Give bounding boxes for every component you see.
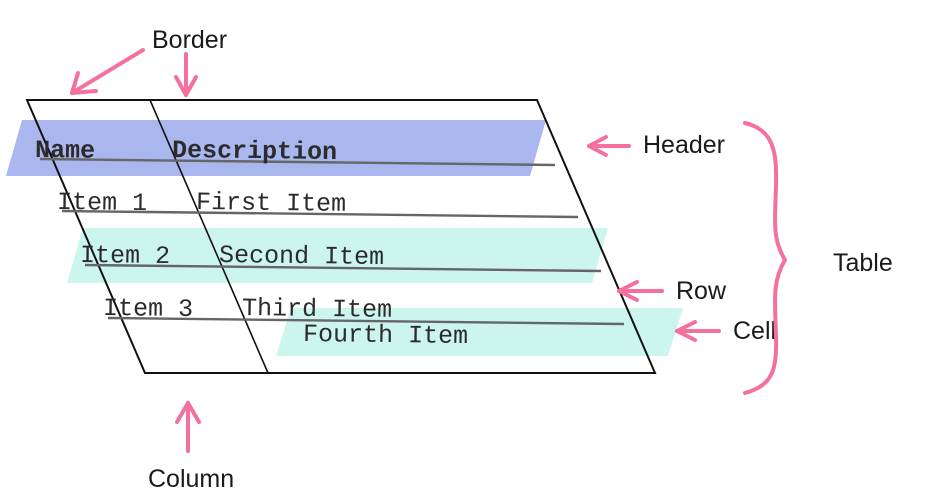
column-divider-border (149, 99, 269, 374)
header-highlight-band (6, 120, 546, 176)
annotation-cell: Cell (675, 317, 776, 345)
annotation-header-label: Header (643, 131, 725, 159)
row-rule-header (39, 157, 556, 167)
annotation-row: Row (617, 277, 727, 305)
body-cell-name-2: Item 2 (80, 241, 170, 271)
body-cell-name-3: Item 3 (103, 294, 193, 324)
annotation-header: Header (587, 131, 725, 159)
annotation-column-label: Column (148, 465, 234, 493)
table-brace (743, 121, 787, 395)
annotation-row-label: Row (676, 277, 727, 305)
body-cell-name-1: Item 1 (57, 188, 147, 218)
header-cell-description: Description (172, 136, 337, 167)
annotation-border-label: Border (152, 26, 227, 54)
body-cell-description-2: Second Item (219, 241, 384, 272)
table-outline (25, 99, 657, 374)
body-cell-description-3: Third Item (242, 294, 392, 325)
body-cell-description-4: Fourth Item (303, 320, 468, 351)
annotation-column: Column (148, 401, 234, 493)
row-rule-2 (84, 263, 602, 273)
row-separators (39, 157, 625, 326)
row-rule-3 (107, 316, 625, 326)
table-cell-text: Name Description Item 1 First Item Item … (35, 136, 468, 351)
annotation-cell-label: Cell (733, 317, 776, 345)
border-arrow-left (70, 48, 145, 95)
body-cell-description-1: First Item (196, 188, 346, 219)
annotation-table-label: Table (833, 249, 893, 277)
row-rule-1 (61, 209, 579, 219)
border-arrow-down (174, 52, 198, 97)
annotation-border: Border (70, 26, 227, 97)
annotation-table: Table (743, 121, 893, 395)
table-border-outline (25, 99, 657, 374)
header-cell-name: Name (35, 136, 95, 166)
